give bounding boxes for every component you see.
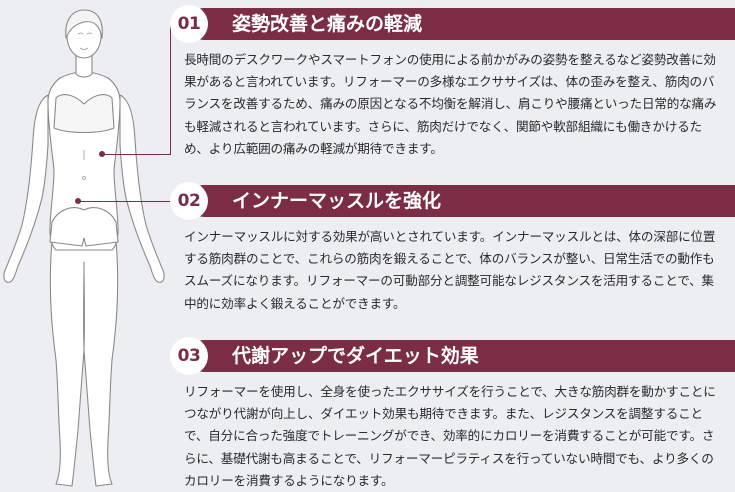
section-number: 02 [170,182,208,220]
section-body: リフォーマーを使用し、全身を使ったエクササイズを行うことで、大きな筋肉群を動かす… [184,384,716,488]
legs [49,239,119,487]
section-title: インナーマッスルを強化 [232,190,442,212]
top [53,94,115,134]
shorts [49,207,119,247]
left-arm [3,94,49,283]
section-body: 長時間のデスクワークやスマートフォンの使用による前かがみの姿勢を整えるなど姿勢改… [184,52,717,156]
leader-dot-01 [99,151,105,157]
leader-line-01-vertical [170,24,171,154]
section-02: 02 インナーマッスルを強化 インナーマッスルに対する効果が高いとされています。… [170,182,735,315]
section-number: 01 [170,5,208,43]
right-arm [119,94,165,283]
leader-dot-02 [75,198,81,204]
leader-line-02-horizontal [78,201,178,202]
section-01: 01 姿勢改善と痛みの軽減 長時間のデスクワークやスマートフォンの使用による前か… [170,5,735,160]
hair [65,9,103,39]
section-banner: 03 代謝アップでダイエット効果 [170,337,735,375]
section-title: 姿勢改善と痛みの軽減 [232,13,423,35]
section-body: インナーマッスルに対する効果が高いとされています。インナーマッスルとは、体の深部… [184,229,716,311]
woman-figure-illustration [3,9,165,487]
section-banner: 02 インナーマッスルを強化 [170,182,735,220]
section-banner: 01 姿勢改善と痛みの軽減 [170,5,735,43]
section-03: 03 代謝アップでダイエット効果 リフォーマーを使用し、全身を使ったエクササイズ… [170,337,735,492]
leader-line-01-horizontal [102,154,171,155]
section-number: 03 [170,337,208,375]
section-title: 代謝アップでダイエット効果 [232,345,479,367]
